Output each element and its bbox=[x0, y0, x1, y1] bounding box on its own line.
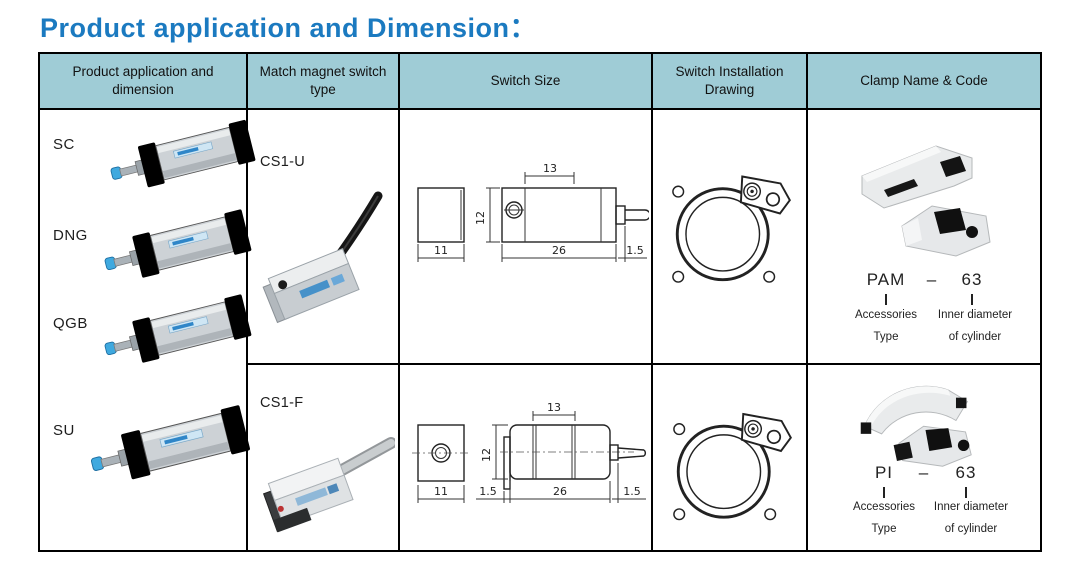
clamp-code-prefix-label-1: Accessories bbox=[855, 309, 917, 321]
magnet-switch-photo-cs1u bbox=[262, 191, 383, 324]
clamp-code-prefix: PAM bbox=[866, 270, 906, 289]
dimension-drawing-cs1f: 11 13 12 bbox=[412, 401, 646, 503]
switch-type-label-cs1u: CS1-U bbox=[260, 154, 306, 170]
cell-product-list: SC DNG QGB SU bbox=[40, 110, 248, 550]
clamp-code-size-label-2: of cylinder bbox=[948, 331, 1002, 343]
svg-text:11: 11 bbox=[434, 485, 448, 498]
header-cell-switch-size: Switch Size bbox=[400, 54, 653, 110]
product-code-su: SU bbox=[53, 422, 75, 439]
clamp-code-prefix: PI bbox=[874, 463, 894, 482]
product-code-sc: SC bbox=[53, 136, 75, 153]
header-label: Switch Installation Drawing bbox=[675, 63, 784, 97]
clamp-code-size-label-1: Inner diameter bbox=[933, 501, 1009, 513]
product-code-qgb: QGB bbox=[53, 315, 88, 332]
header-label: Clamp Name & Code bbox=[860, 72, 988, 88]
svg-text:11: 11 bbox=[434, 244, 448, 257]
header-label: Switch Size bbox=[490, 72, 561, 88]
installation-drawing-cs1u bbox=[655, 152, 805, 297]
clamp-code-separator: – bbox=[918, 463, 930, 482]
clamp-code-size-label-2: of cylinder bbox=[944, 523, 998, 535]
header-cell-product-application: Product application and dimension bbox=[40, 54, 248, 110]
clamp-code-prefix-label-2: Type bbox=[873, 331, 899, 343]
svg-text:12: 12 bbox=[474, 211, 487, 225]
clamp-code-size: 63 bbox=[961, 270, 983, 289]
installation-drawing-cs1f bbox=[656, 393, 806, 531]
cell-clamp-pam: PAM – 63 Accessories Type Inner diameter… bbox=[808, 110, 1040, 365]
cell-switch-size-cs1f: 11 13 12 bbox=[400, 365, 653, 550]
clamp-code-pi: PI – 63 bbox=[866, 463, 986, 483]
clamp-code-size-label-1: Inner diameter bbox=[937, 309, 1013, 321]
product-code-dng: DNG bbox=[53, 227, 88, 244]
cylinder-image-sc bbox=[103, 111, 263, 204]
cell-switch-size-cs1u: 11 13 12 26 bbox=[400, 110, 653, 365]
cell-installation-drawing-cs1f bbox=[653, 365, 808, 550]
code-tick bbox=[971, 294, 973, 305]
svg-text:12: 12 bbox=[480, 448, 493, 462]
dimension-drawing-cs1u: 11 13 12 26 bbox=[417, 162, 649, 262]
header-label: Product application and dimension bbox=[72, 63, 214, 97]
header-cell-clamp-name-code: Clamp Name & Code bbox=[808, 54, 1040, 110]
svg-text:26: 26 bbox=[552, 244, 566, 257]
cell-switch-type-cs1u: CS1-U bbox=[248, 110, 400, 365]
cell-switch-type-cs1f: CS1-F bbox=[248, 365, 400, 550]
svg-text:1.5: 1.5 bbox=[626, 244, 644, 257]
cylinder-image-su bbox=[83, 396, 258, 496]
magnet-switch-photo-cs1f bbox=[262, 437, 395, 533]
code-tick bbox=[883, 487, 885, 498]
header-cell-switch-type: Match magnet switch type bbox=[248, 54, 400, 110]
cell-installation-drawing-cs1u bbox=[653, 110, 808, 365]
svg-text:13: 13 bbox=[547, 401, 561, 414]
header-cell-installation-drawing: Switch Installation Drawing bbox=[653, 54, 808, 110]
svg-text:13: 13 bbox=[543, 162, 557, 175]
clamp-code-prefix-label-1: Accessories bbox=[853, 501, 915, 513]
clamp-code-prefix-label-2: Type bbox=[871, 523, 897, 535]
cylinder-image-qgb bbox=[97, 285, 259, 378]
header-label: Match magnet switch type bbox=[259, 63, 387, 97]
clamp-code-pam: PAM – 63 bbox=[860, 270, 992, 290]
switch-type-label-cs1f: CS1-F bbox=[260, 395, 304, 411]
cylinder-image-dng bbox=[97, 200, 259, 293]
page-title: Product application and Dimension： bbox=[40, 13, 538, 43]
code-tick bbox=[965, 487, 967, 498]
product-table: Product application and dimension Match … bbox=[38, 52, 1042, 552]
cell-clamp-pi: PI – 63 Accessories Type Inner diameter … bbox=[808, 365, 1040, 550]
clamp-code-separator: – bbox=[926, 270, 938, 289]
svg-text:1.5: 1.5 bbox=[479, 485, 497, 498]
svg-text:26: 26 bbox=[553, 485, 567, 498]
clamp-code-size: 63 bbox=[955, 463, 977, 482]
code-tick bbox=[885, 294, 887, 305]
svg-text:1.5: 1.5 bbox=[623, 485, 641, 498]
clamp-photo-pi bbox=[860, 385, 972, 467]
clamp-photo-pam bbox=[861, 145, 991, 257]
